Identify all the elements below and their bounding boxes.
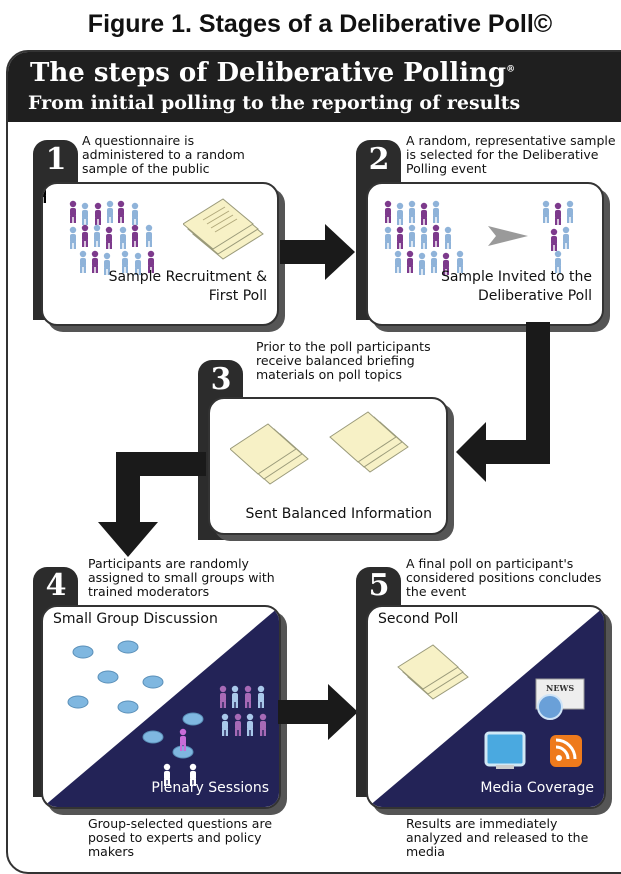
- step-1-description: A questionnaire is administered to a ran…: [82, 133, 245, 176]
- step-1-caption: Sample Recruitment &First Poll: [108, 269, 267, 304]
- step-5-description: A final poll on participant's considered…: [406, 556, 602, 599]
- step-5-caption-bottom: Media Coverage: [480, 780, 594, 796]
- step-2-number: 2: [368, 142, 390, 177]
- step-4-description: Participants are randomly assigned to sm…: [88, 556, 275, 599]
- step-1-number: 1: [45, 142, 67, 177]
- step-3-description: Prior to the poll participants receive b…: [256, 339, 431, 382]
- step-4-caption-top: Small Group Discussion: [53, 611, 218, 627]
- step-3-card: Sent Balanced Information: [208, 397, 448, 535]
- step-5-footer: Results are immediately analyzed and rel…: [406, 816, 589, 859]
- step-1-card: Sample Recruitment &First Poll: [41, 182, 279, 326]
- arrow-step2-to-step3: [456, 322, 550, 482]
- step-4-footer: Group-selected questions are posed to ex…: [88, 816, 273, 859]
- diagram-frame: The steps of Deliberative Polling® From …: [6, 50, 621, 874]
- crowd-selection-icon: [384, 200, 574, 275]
- step-5-caption-top: Second Poll: [378, 611, 459, 627]
- header-banner: The steps of Deliberative Polling® From …: [8, 52, 621, 122]
- svg-text:NEWS: NEWS: [546, 683, 574, 693]
- step-4-card: Small Group Discussion Plenary Sessions: [41, 605, 281, 809]
- step-4-caption-bottom: Plenary Sessions: [151, 780, 269, 796]
- header-title: The steps of Deliberative Polling®: [30, 58, 516, 88]
- step-3-caption: Sent Balanced Information: [245, 506, 432, 522]
- step-5-number: 5: [368, 568, 390, 603]
- arrow-step3-to-step4: [98, 452, 206, 557]
- television-icon: [484, 731, 526, 769]
- group-discussion-graphic: [43, 607, 279, 807]
- step-3-number: 3: [210, 362, 232, 397]
- step-4-number: 4: [45, 568, 67, 603]
- figure-title: Figure 1. Stages of a Deliberative Poll©: [87, 10, 553, 38]
- rss-icon: [550, 735, 582, 767]
- news-globe-icon: NEWS: [535, 678, 585, 720]
- documents-icon: [183, 198, 264, 260]
- arrow-step4-to-step5: [278, 684, 358, 740]
- briefing-materials-icon: [230, 411, 409, 485]
- step-2-description: A random, representative sample is selec…: [406, 133, 616, 176]
- arrow-step1-to-step2: [280, 224, 355, 280]
- header-subtitle: From initial polling to the reporting of…: [28, 92, 521, 114]
- second-poll-graphic: NEWS: [368, 607, 604, 807]
- step-5-card: NEWS Second Poll Media Coverage: [366, 605, 606, 809]
